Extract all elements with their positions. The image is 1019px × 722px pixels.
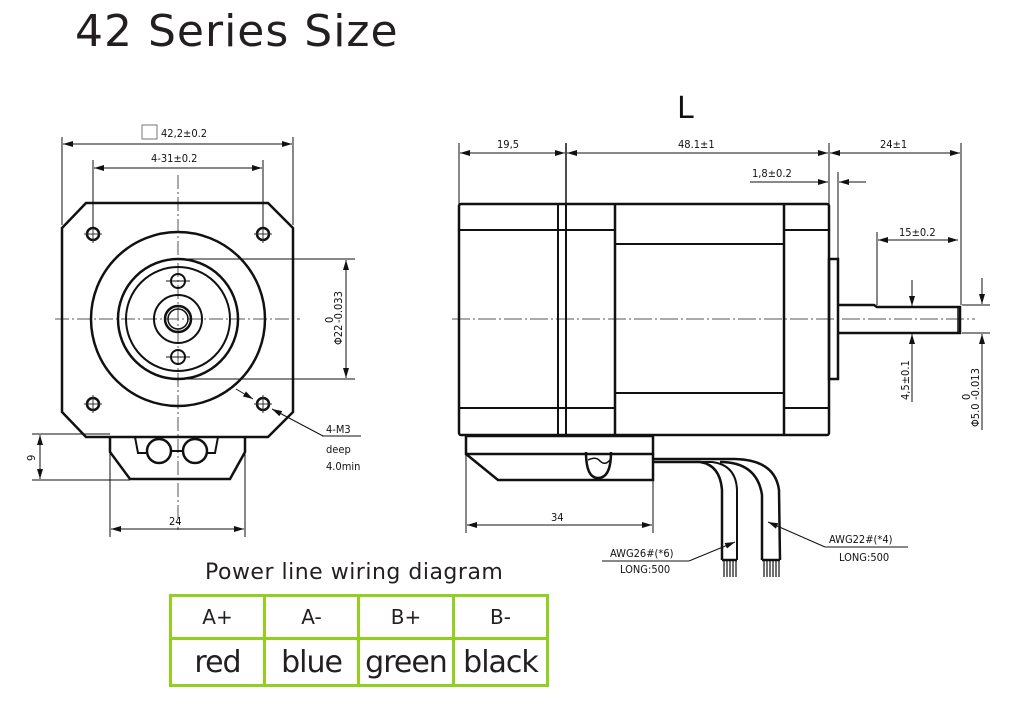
- cable-1-length: LONG:500: [620, 563, 670, 576]
- cable-1-gauge: AWG26#(*6): [610, 547, 674, 560]
- wiring-header-cell: B-: [452, 594, 549, 640]
- svg-text:0: 0: [960, 394, 973, 400]
- wiring-color-cell: black: [452, 637, 549, 687]
- dim-rear-length: 19,5: [497, 138, 519, 151]
- hub-circle: [153, 294, 203, 344]
- cable-2-gauge: AWG22#(*4): [829, 533, 893, 546]
- wiring-header-cell: A-: [263, 594, 360, 640]
- svg-text:9: 9: [25, 455, 38, 461]
- dim-flange-thickness: 1,8±0.2: [752, 167, 792, 180]
- svg-text:0: 0: [323, 317, 336, 323]
- wiring-diagram-title: Power line wiring diagram: [205, 560, 504, 585]
- dim-square: 42,2±0.2: [161, 127, 207, 140]
- front-outer-circle: [89, 230, 267, 408]
- dim-connector-height: 9: [25, 455, 38, 461]
- svg-text:-0.033: -0.033: [332, 291, 345, 323]
- thread-callout-depth: 4.0min: [326, 460, 360, 473]
- svg-text:4,5±0.1: 4,5±0.1: [899, 360, 912, 400]
- wiring-color-row: red blue green black: [169, 637, 549, 687]
- shaft: [838, 303, 962, 335]
- side-view: [452, 143, 990, 577]
- dim-shaft-diameter: Φ5.0 0 -0.013: [960, 368, 982, 427]
- wire-ends: [723, 560, 780, 577]
- page-title: 42 Series Size: [75, 6, 399, 57]
- wiring-header-cell: B+: [357, 594, 455, 640]
- svg-text:-0.013: -0.013: [969, 368, 982, 400]
- thread-callout-depth-label: deep: [326, 443, 351, 456]
- front-view: [32, 124, 361, 537]
- dim-flat-length: 15±0.2: [899, 226, 936, 239]
- dim-flat-depth: 4,5±0.1: [899, 360, 912, 400]
- dim-hole-spacing: 4-31±0.2: [151, 152, 197, 165]
- front-connector: [108, 437, 247, 481]
- front-body-outline: [60, 201, 295, 439]
- wiring-header-row: A+ A- B+ B-: [169, 594, 549, 640]
- pilot-inner-circle: [125, 266, 231, 372]
- wiring-header-cell: A+: [169, 594, 266, 640]
- length-label-L: L: [677, 91, 694, 126]
- svg-text:Φ5.0: Φ5.0: [969, 403, 982, 427]
- dim-connector-length: 34: [551, 511, 564, 524]
- cables: [653, 457, 782, 562]
- dim-shaft-length: 24±1: [880, 138, 907, 151]
- side-connector: [465, 453, 655, 482]
- cable-2-length: LONG:500: [839, 551, 889, 564]
- wiring-color-cell: red: [169, 637, 266, 687]
- flange-boss: [827, 257, 840, 381]
- thread-callout-size: 4-M3: [326, 423, 351, 436]
- svg-text:Φ22: Φ22: [332, 325, 345, 345]
- dim-body-length: 48.1±1: [678, 138, 715, 151]
- dim-connector-width: 24: [169, 515, 182, 528]
- wiring-color-cell: green: [357, 637, 455, 687]
- dim-pilot-diameter: Φ22 0 -0.033: [323, 291, 345, 345]
- shaft-circle: [163, 304, 193, 334]
- wiring-table: A+ A- B+ B- red blue green black: [169, 594, 549, 687]
- wiring-color-cell: blue: [263, 637, 360, 687]
